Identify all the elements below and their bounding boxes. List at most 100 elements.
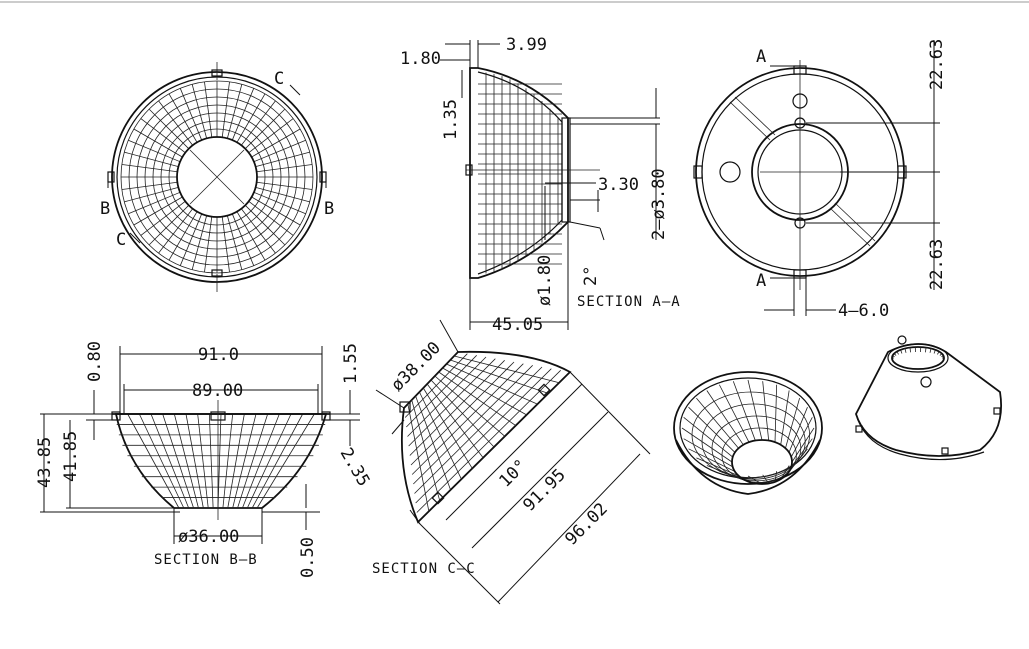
grid-line <box>237 413 269 509</box>
grid-line <box>236 211 266 261</box>
grid-line <box>683 438 733 468</box>
grid-line <box>255 151 310 168</box>
grid-line <box>413 365 533 485</box>
grid-line <box>711 415 802 482</box>
grid-line <box>204 81 213 138</box>
label-c-top: C <box>274 69 284 89</box>
grid-line <box>696 397 739 449</box>
grid-line <box>231 213 255 266</box>
grid-line <box>747 379 763 441</box>
grid-line <box>909 347 911 353</box>
grid-line <box>222 413 234 509</box>
dim-1-80: 1.80 <box>400 49 441 69</box>
grid-line <box>900 349 903 354</box>
grid-line <box>168 93 198 143</box>
section-aa-title: SECTION A—A <box>577 294 681 310</box>
dim-10deg: 10° <box>495 456 531 492</box>
grid-line <box>148 205 189 246</box>
dim-2-35: 2.35 <box>336 445 374 490</box>
grid-line <box>128 139 181 163</box>
grid-line <box>121 164 178 173</box>
label-b-left: B <box>100 199 110 219</box>
grid-line <box>937 351 940 355</box>
grid-line <box>683 417 734 458</box>
grid-line <box>925 347 927 353</box>
grid-line <box>411 363 524 475</box>
grid-line <box>691 391 810 478</box>
grid-line <box>162 413 194 509</box>
dim-43-85: 43.85 <box>35 437 55 488</box>
grid-line <box>241 208 276 254</box>
grid-line <box>231 88 255 141</box>
grid-line <box>688 448 736 472</box>
dim-1-35: 1.35 <box>441 99 461 140</box>
section-bb-title: SECTION B—B <box>154 552 258 568</box>
dim-0-80: 0.80 <box>85 341 105 382</box>
grid-line <box>179 88 203 141</box>
dim-22-63-bottom: 22.63 <box>927 239 947 290</box>
grid-line <box>242 413 280 509</box>
dim-41-85: 41.85 <box>61 431 81 482</box>
dim-89-00: 89.00 <box>192 381 243 401</box>
grid-line <box>248 118 294 153</box>
dim-4-6-0: 4—6.0 <box>838 301 889 321</box>
grid-line <box>208 413 214 509</box>
dim-d1-80: ø1.80 <box>535 255 555 306</box>
grid-line <box>221 216 230 273</box>
dim-0-50: 0.50 <box>298 537 318 578</box>
grid-line <box>179 213 203 266</box>
section-a-a: 1.80 3.99 1.35 2—ø3.80 3.30 ø1.80 2° 45.… <box>400 35 681 335</box>
dim-1-55: 1.55 <box>341 343 361 384</box>
grid-line <box>191 215 208 270</box>
grid-line <box>251 128 301 158</box>
grid-line <box>790 438 813 468</box>
grid-line <box>251 196 301 226</box>
grid-line <box>790 417 813 458</box>
grid-line <box>245 108 286 149</box>
grid-line <box>774 384 778 443</box>
grid-line <box>133 128 183 158</box>
grid-line <box>409 360 505 456</box>
grid-line <box>191 84 208 139</box>
dim-d38-00: ø38.00 <box>387 338 445 396</box>
grid-line <box>896 351 899 355</box>
grid-line <box>197 413 209 509</box>
grid-line <box>892 355 895 358</box>
front-view: B B C C <box>100 62 334 292</box>
grid-line <box>158 208 193 254</box>
grid-line <box>939 353 943 356</box>
grid-line <box>124 186 179 203</box>
grid-line <box>706 390 744 446</box>
dim-22-63-top: 22.63 <box>927 39 947 90</box>
grid-line <box>128 191 181 215</box>
grid-line <box>732 381 756 441</box>
label-a-top: A <box>756 47 766 67</box>
grid-line <box>721 427 797 483</box>
dim-d36-00: ø36.00 <box>178 527 239 547</box>
grid-line <box>688 406 736 453</box>
grid-line <box>762 381 770 441</box>
grid-line <box>941 355 944 358</box>
grid-line <box>140 201 186 236</box>
grid-line <box>121 181 178 190</box>
grid-line <box>168 211 198 261</box>
grid-line <box>241 100 276 146</box>
label-c-bottom: C <box>116 230 126 250</box>
grid-line <box>124 151 179 168</box>
grid-line <box>173 413 199 509</box>
grid-line <box>226 84 243 139</box>
rear-view: A A 22.63 22.63 4—6.0 <box>693 39 947 321</box>
grid-line <box>133 196 183 226</box>
grid-line <box>696 457 739 477</box>
grid-line <box>415 368 552 504</box>
grid-line <box>232 413 257 509</box>
grid-line <box>127 413 180 509</box>
dim-3-99: 3.99 <box>506 35 547 55</box>
grid-line <box>204 216 213 273</box>
grid-line <box>248 201 294 236</box>
grid-line <box>236 93 266 143</box>
grid-line <box>407 356 487 437</box>
grid-line <box>414 366 543 494</box>
grid-line <box>256 181 313 190</box>
